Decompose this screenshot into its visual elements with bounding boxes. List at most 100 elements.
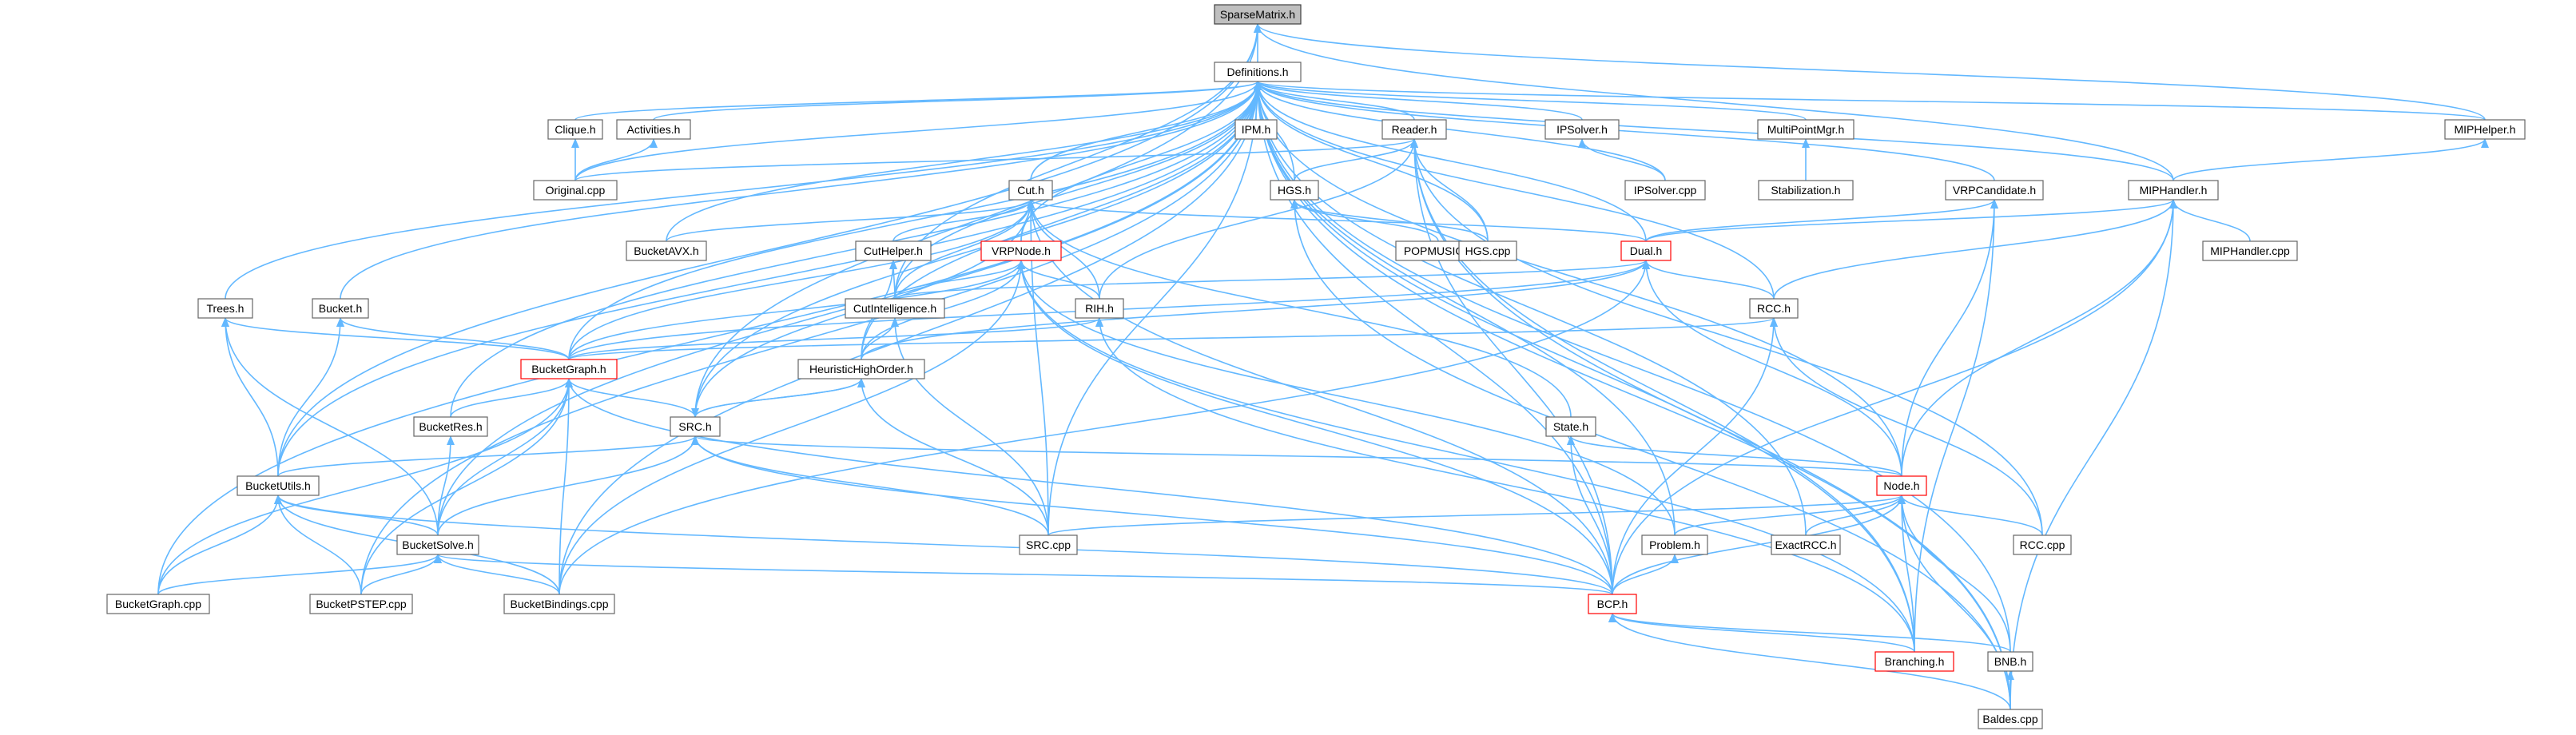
node-src[interactable]: SRC.h [670, 416, 721, 437]
node-label: VRPNode.h [992, 244, 1051, 257]
node-box [547, 119, 603, 140]
node-rcc[interactable]: RCC.h [1749, 298, 1799, 319]
edge-BucketPSTEP-to-BucketGraph [360, 378, 573, 595]
edge-Branching-to-VRPCandidate [1914, 199, 1998, 653]
edge-ExactRCC-to-Definitions [1254, 81, 1807, 536]
edge-BucketSolve-to-Trees [221, 317, 439, 536]
node-bucketpstep[interactable]: BucketPSTEP.cpp [309, 594, 413, 614]
edge-BucketRes-to-BucketGraph [450, 378, 573, 418]
edge-BucketSolve-to-BucketUtils [274, 495, 439, 536]
node-bucket[interactable]: Bucket.h [312, 298, 369, 319]
node-label: IPM.h [1242, 123, 1271, 136]
node-miphelper[interactable]: MIPHelper.h [2444, 119, 2526, 140]
node-box [1987, 651, 2033, 672]
node-branching[interactable]: Branching.h [1874, 651, 1954, 672]
edge-HGS-to-Reader [1294, 138, 1418, 181]
node-hgscpp[interactable]: HGS.cpp [1458, 240, 1517, 261]
node-sparsematrix[interactable]: SparseMatrix.h [1214, 4, 1302, 25]
node-label: RCC.h [1757, 302, 1791, 315]
node-label: IPSolver.cpp [1634, 184, 1697, 197]
edge-SRCcpp-to-HeuristicHighOrder [857, 378, 1049, 536]
node-baldes[interactable]: Baldes.cpp [1978, 709, 2043, 729]
node-trees[interactable]: Trees.h [197, 298, 253, 319]
edge-BCP-to-MIPHandler [1612, 199, 2177, 595]
node-state[interactable]: State.h [1545, 416, 1596, 437]
node-miphandlercpp[interactable]: MIPHandler.cpp [2202, 240, 2298, 261]
node-vrpnode[interactable]: VRPNode.h [980, 240, 1062, 261]
edge-BucketPSTEP-to-Definitions [360, 81, 1262, 595]
node-box [626, 240, 707, 261]
edge-Dual-to-Cut [1027, 199, 1647, 242]
edge-Dual-to-Definitions [1254, 81, 1647, 242]
node-box [1749, 298, 1799, 319]
edge-BCP-to-Problem [1612, 554, 1679, 595]
node-exactrcc[interactable]: ExactRCC.h [1771, 534, 1841, 555]
node-multipointmgr[interactable]: MultiPointMgr.h [1757, 119, 1854, 140]
edge-Activities-to-Definitions [653, 81, 1262, 121]
node-label: BucketAVX.h [634, 244, 698, 257]
edge-RCCcpp-to-RCC [1770, 317, 2043, 536]
edge-Problem-to-Node [1674, 495, 1906, 536]
edge-IPSolvercpp-to-IPSolver [1578, 138, 1666, 181]
node-bucketgraph[interactable]: BucketGraph.h [520, 359, 618, 379]
node-rcccpp[interactable]: RCC.cpp [2013, 534, 2072, 555]
edge-Branching-to-Node [1898, 495, 1915, 653]
node-box [106, 594, 210, 614]
node-activities[interactable]: Activities.h [616, 119, 691, 140]
node-box [2128, 180, 2219, 201]
node-box [1641, 534, 1708, 555]
node-vrpcandidate[interactable]: VRPCandidate.h [1945, 180, 2044, 201]
node-ipsolver[interactable]: IPSolver.h [1544, 119, 1620, 140]
node-dual[interactable]: Dual.h [1620, 240, 1672, 261]
edge-HeuristicHighOrder-to-Dual [861, 260, 1650, 360]
node-bucketavx[interactable]: BucketAVX.h [626, 240, 707, 261]
edge-BucketUtils-to-SRC [277, 435, 699, 477]
node-bucketres[interactable]: BucketRes.h [413, 416, 488, 437]
node-srccpp[interactable]: SRC.cpp [1019, 534, 1078, 555]
node-label: Activities.h [627, 123, 681, 136]
node-clique[interactable]: Clique.h [547, 119, 603, 140]
node-bucketbindings[interactable]: BucketBindings.cpp [503, 594, 615, 614]
node-label: RCC.cpp [2020, 538, 2065, 551]
node-node[interactable]: Node.h [1876, 475, 1927, 496]
node-bucketgraphcpp[interactable]: BucketGraph.cpp [106, 594, 210, 614]
node-box [1758, 180, 1854, 201]
node-bucketsolve[interactable]: BucketSolve.h [396, 534, 479, 555]
edge-State-to-Cut [1027, 199, 1572, 418]
edge-MIPHelper-to-Definitions [1254, 81, 2486, 121]
node-rih[interactable]: RIH.h [1075, 298, 1124, 319]
node-definitions[interactable]: Definitions.h [1214, 62, 1302, 82]
node-bucketutils[interactable]: BucketUtils.h [237, 475, 320, 496]
node-box [1771, 534, 1841, 555]
edge-BucketRes-to-Definitions [450, 81, 1262, 418]
node-ipm[interactable]: IPM.h [1234, 119, 1278, 140]
node-hgs[interactable]: HGS.h [1270, 180, 1319, 201]
node-label: HGS.cpp [1465, 244, 1511, 257]
edge-BucketAVX-to-Definitions [666, 81, 1262, 242]
node-reader[interactable]: Reader.h [1381, 119, 1447, 140]
node-problem[interactable]: Problem.h [1641, 534, 1708, 555]
node-box [980, 240, 1062, 261]
edge-BucketGraph-to-Trees [221, 317, 570, 360]
node-original[interactable]: Original.cpp [533, 180, 618, 201]
edge-Baldes-to-Reader [1410, 138, 2011, 710]
node-label: BucketPSTEP.cpp [316, 598, 407, 610]
node-bnb[interactable]: BNB.h [1987, 651, 2033, 672]
node-box [1214, 4, 1302, 25]
edge-Baldes-to-Node [1898, 495, 2011, 710]
node-box [1381, 119, 1447, 140]
node-label: SRC.h [678, 420, 711, 433]
node-ipsolvercpp[interactable]: IPSolver.cpp [1624, 180, 1706, 201]
node-stabilization[interactable]: Stabilization.h [1758, 180, 1854, 201]
node-bcp[interactable]: BCP.h [1588, 594, 1637, 614]
node-cutintelligence[interactable]: CutIntelligence.h [845, 298, 945, 319]
edge-Branching-to-VRPNode [1017, 260, 1915, 653]
node-cut[interactable]: Cut.h [1008, 180, 1053, 201]
node-miphandler[interactable]: MIPHandler.h [2128, 180, 2219, 201]
edge-BCP-to-RCC [1612, 317, 1778, 595]
node-heuristichighorder[interactable]: HeuristicHighOrder.h [797, 359, 925, 379]
node-cuthelper[interactable]: CutHelper.h [855, 240, 932, 261]
edge-POPMUSIC-to-HGS [1290, 199, 1439, 242]
edge-BucketUtils-to-Trees [221, 317, 279, 477]
